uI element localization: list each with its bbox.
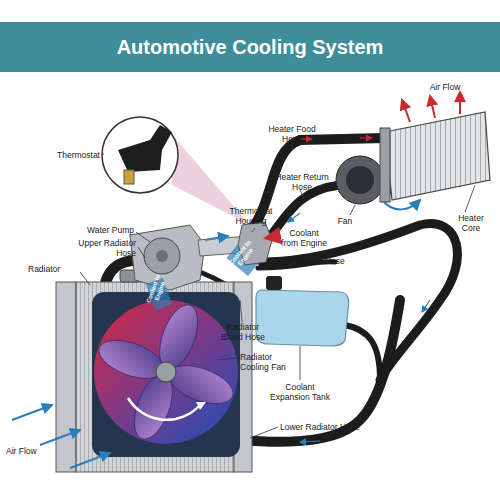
part-label: Thermostat Housing (224, 206, 278, 226)
part-label: Radiator Cooling Fan (240, 352, 292, 372)
part-label: Lower Radiator Hose (280, 422, 370, 432)
part-label: Radiator Bleed Hose (216, 322, 270, 342)
diagram-title: Automotive Cooling System (0, 22, 500, 72)
part-label: Thermostat (40, 150, 100, 160)
part-label: Upper Radiator Hose (78, 238, 136, 258)
part-label: Air Flow (6, 446, 56, 456)
part-label: Air Flow (420, 82, 470, 92)
part-label: Fan (330, 216, 360, 226)
part-label: Water Pump (70, 225, 134, 235)
part-label: Steam Hose (298, 256, 348, 266)
part-label: Heater Return Hose (272, 172, 332, 192)
part-label: Coolant from Engine (280, 228, 328, 248)
part-label: Coolant Expansion Tank (268, 382, 332, 402)
part-label: Radiator (28, 264, 78, 274)
part-label: Heater Food Hose (266, 124, 318, 144)
part-label: Heater Core (448, 213, 494, 233)
